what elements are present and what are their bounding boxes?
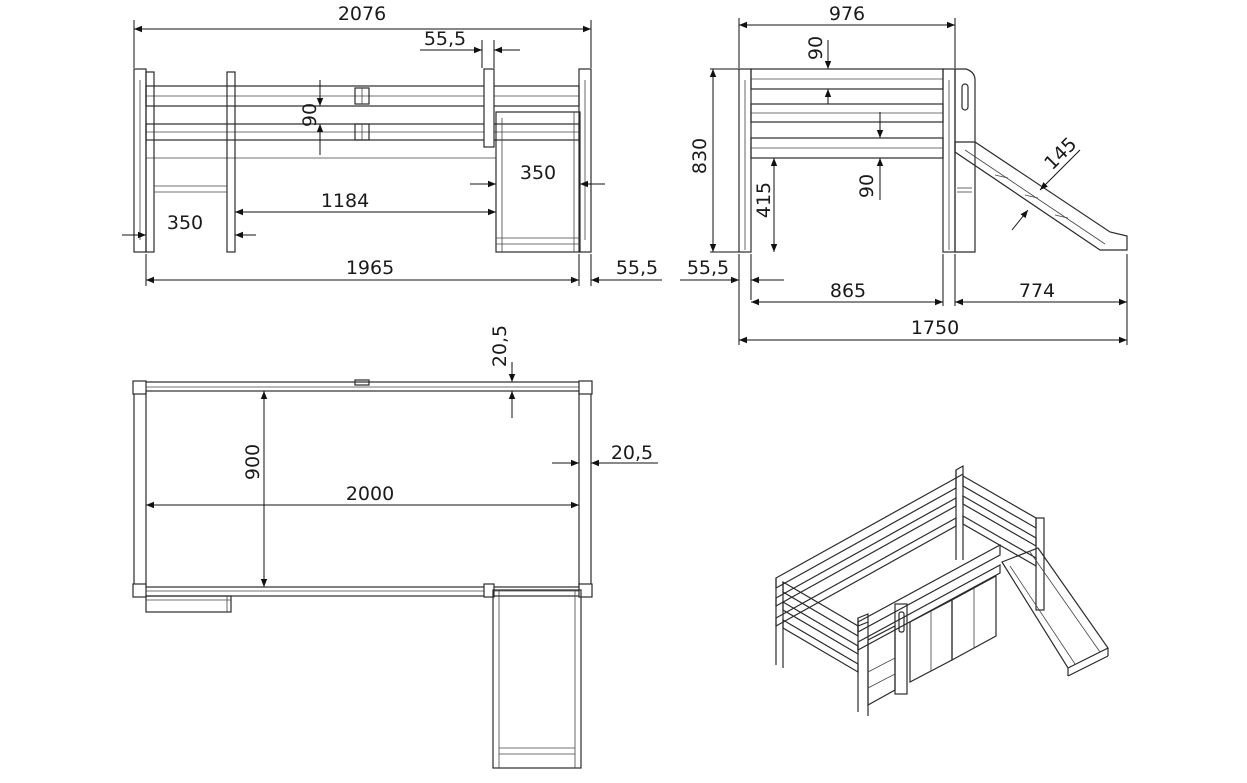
dim-rail-height: 90: [299, 103, 321, 127]
isometric-view: [775, 464, 1109, 716]
ladder: [145, 71, 236, 253]
front-view: 2076 55,5 90 350 1184 350 1965 55,5: [122, 3, 662, 286]
dim-under-height: 415: [753, 182, 775, 218]
slide-post: [483, 68, 495, 148]
dim-total-depth: 1750: [911, 317, 959, 339]
front-rails: [145, 85, 580, 159]
dim-rail-height-top: 90: [805, 36, 827, 60]
dim-inner-length: 2000: [346, 483, 394, 505]
dim-rail-height-low: 90: [856, 174, 878, 198]
dim-base-depth: 865: [830, 280, 866, 302]
dim-length: 1965: [346, 257, 394, 279]
dim-overall-width: 2076: [338, 3, 386, 25]
top-view: 20,5 900 2000 20,5: [132, 325, 658, 769]
dim-inner-span: 1184: [321, 190, 369, 212]
dim-end-offset: 350: [167, 212, 203, 234]
side-slide: [954, 141, 1128, 251]
corner-block: [578, 380, 593, 395]
dim-side-post-width: 55,5: [687, 257, 729, 279]
dim-slide-gap: 350: [520, 162, 556, 184]
side-view: 976 90 830 415 90 145 55,5 865: [680, 3, 1128, 345]
dim-slide-extent: 774: [1019, 280, 1055, 302]
corner-block: [132, 380, 147, 395]
dim-rail-thickness-side: 20,5: [611, 442, 653, 464]
side-ladder-upright: [954, 68, 976, 253]
side-rails: [750, 68, 944, 159]
dim-slide-width: 145: [1040, 133, 1081, 174]
dim-height: 830: [689, 138, 711, 174]
dim-post-width: 55,5: [424, 28, 466, 50]
dim-inner-width: 900: [242, 444, 264, 480]
corner-block: [132, 583, 147, 598]
top-ladder: [145, 595, 232, 613]
dim-depth: 976: [829, 3, 865, 25]
dim-rail-thickness-top: 20,5: [489, 325, 511, 367]
top-slide: [492, 589, 582, 769]
dim-right-post: 55,5: [616, 257, 658, 279]
